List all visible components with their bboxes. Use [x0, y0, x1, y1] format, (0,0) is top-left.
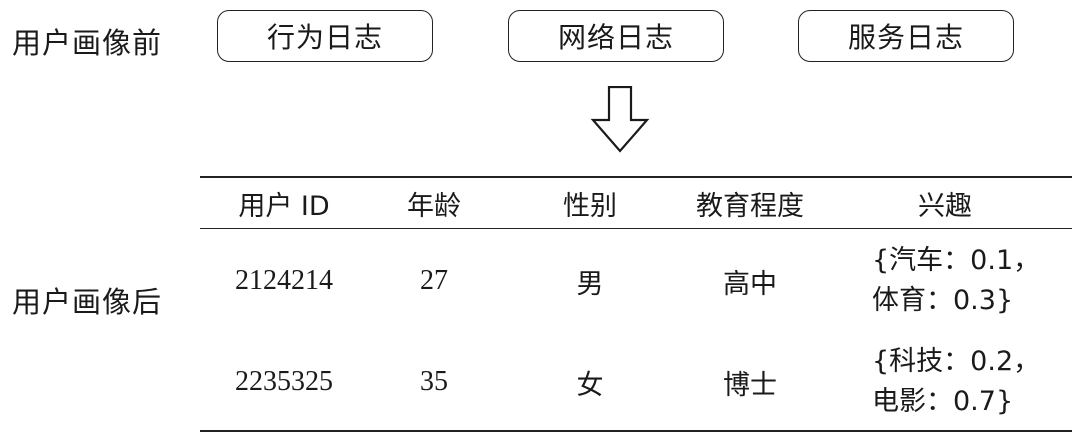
label-after-profiling: 用户画像后	[12, 285, 163, 319]
cell-interest: {汽车：0.1， 体育：0.3}	[820, 240, 1070, 322]
log-box-network: 网络日志	[508, 10, 724, 62]
cell-education: 博士	[723, 369, 777, 401]
cell-interest: {科技：0.2， 电影：0.7}	[820, 340, 1070, 424]
table-rule-top	[200, 176, 1072, 178]
header-interest: 兴趣	[918, 190, 972, 222]
header-age: 年龄	[407, 190, 461, 222]
table-rule-header	[200, 228, 1072, 229]
log-box-behavior: 行为日志	[217, 10, 433, 62]
cell-user-id: 2124214	[235, 265, 333, 296]
cell-age: 27	[420, 265, 448, 296]
down-arrow-icon	[590, 86, 650, 153]
cell-gender: 男	[576, 268, 604, 300]
table-rule-bottom	[200, 430, 1072, 432]
cell-gender: 女	[576, 369, 604, 401]
cell-age: 35	[420, 366, 448, 397]
log-box-service: 服务日志	[798, 10, 1014, 62]
interest-line: 电影：0.7}	[872, 386, 1014, 417]
interest-line: {汽车：0.1，	[872, 245, 1041, 276]
cell-user-id: 2235325	[235, 366, 333, 397]
label-before-profiling: 用户画像前	[12, 26, 163, 60]
interest-line: 体育：0.3}	[872, 285, 1014, 316]
interest-line: {科技：0.2，	[872, 346, 1041, 377]
header-user-id: 用户 ID	[238, 190, 330, 222]
header-gender: 性别	[563, 190, 617, 222]
cell-education: 高中	[723, 268, 777, 300]
header-education: 教育程度	[696, 190, 804, 222]
